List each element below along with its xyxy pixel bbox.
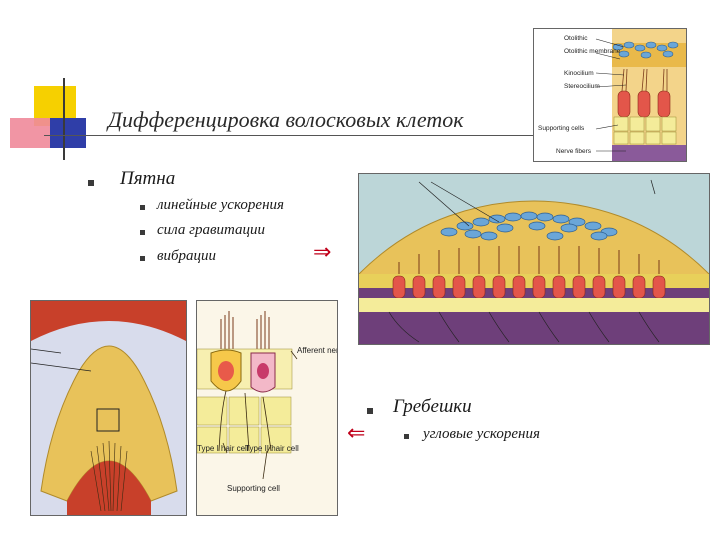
macula-labeled-svg: Otolithic Otolithic membrane Kinocilium …	[538, 29, 686, 161]
heading-maculae: Пятна	[120, 168, 176, 189]
label-afferent-nerve-fibers: Afferent nerve fibers	[297, 346, 337, 355]
label-supporting-cell: Supporting cell	[227, 484, 280, 493]
title-underline	[44, 135, 534, 136]
arrow-right-icon: ⇒	[313, 240, 332, 265]
maculae-item-3: вибрации	[157, 248, 217, 264]
cristae-item-1: угловые ускорения	[423, 426, 540, 442]
title-decoration-blue	[50, 118, 86, 148]
crista-cross-section-svg	[31, 301, 186, 515]
bullet-maculae-2	[140, 230, 145, 235]
label-type-i-hair-cell: Type I hair cell	[197, 444, 249, 453]
label-nerve-fibers: Nerve fibers	[556, 148, 592, 155]
bullet-maculae-3	[140, 256, 145, 261]
label-supporting-cells: Supporting cells	[538, 125, 585, 132]
macula-cross-section	[358, 173, 710, 345]
hair-cell-types-figure: Afferent nerve fibers Type I hair cell T…	[196, 300, 338, 516]
label-otolithic-membrane: Otolithic membrane	[564, 48, 621, 55]
bullet-cristae	[367, 408, 373, 414]
title-decoration-pink	[10, 118, 54, 148]
macula-labeled-figure: Otolithic Otolithic membrane Kinocilium …	[533, 28, 687, 162]
label-otolithic: Otolithic	[564, 35, 588, 42]
bullet-maculae-1	[140, 205, 145, 210]
maculae-item-2: сила гравитации	[157, 222, 266, 238]
macula-cross-section-svg	[359, 179, 709, 344]
maculae-item-1: линейные ускорения	[157, 197, 284, 213]
slide-title: Дифференцировка волосковых клеток	[108, 107, 464, 132]
arrow-left-icon: ⇐	[347, 421, 366, 446]
bullet-maculae	[88, 180, 94, 186]
hair-cell-types-svg: Afferent nerve fibers Type I hair cell T…	[197, 311, 337, 493]
label-kinocilium: Kinocilium	[564, 70, 594, 77]
title-decoration-vline	[63, 78, 65, 160]
label-stereocilium: Stereocilium	[564, 83, 600, 90]
bullet-cristae-1	[404, 434, 409, 439]
heading-cristae: Гребешки	[393, 396, 472, 417]
label-type-ii-hair-cell: Type II hair cell	[245, 444, 299, 453]
crista-cross-section	[30, 300, 187, 516]
